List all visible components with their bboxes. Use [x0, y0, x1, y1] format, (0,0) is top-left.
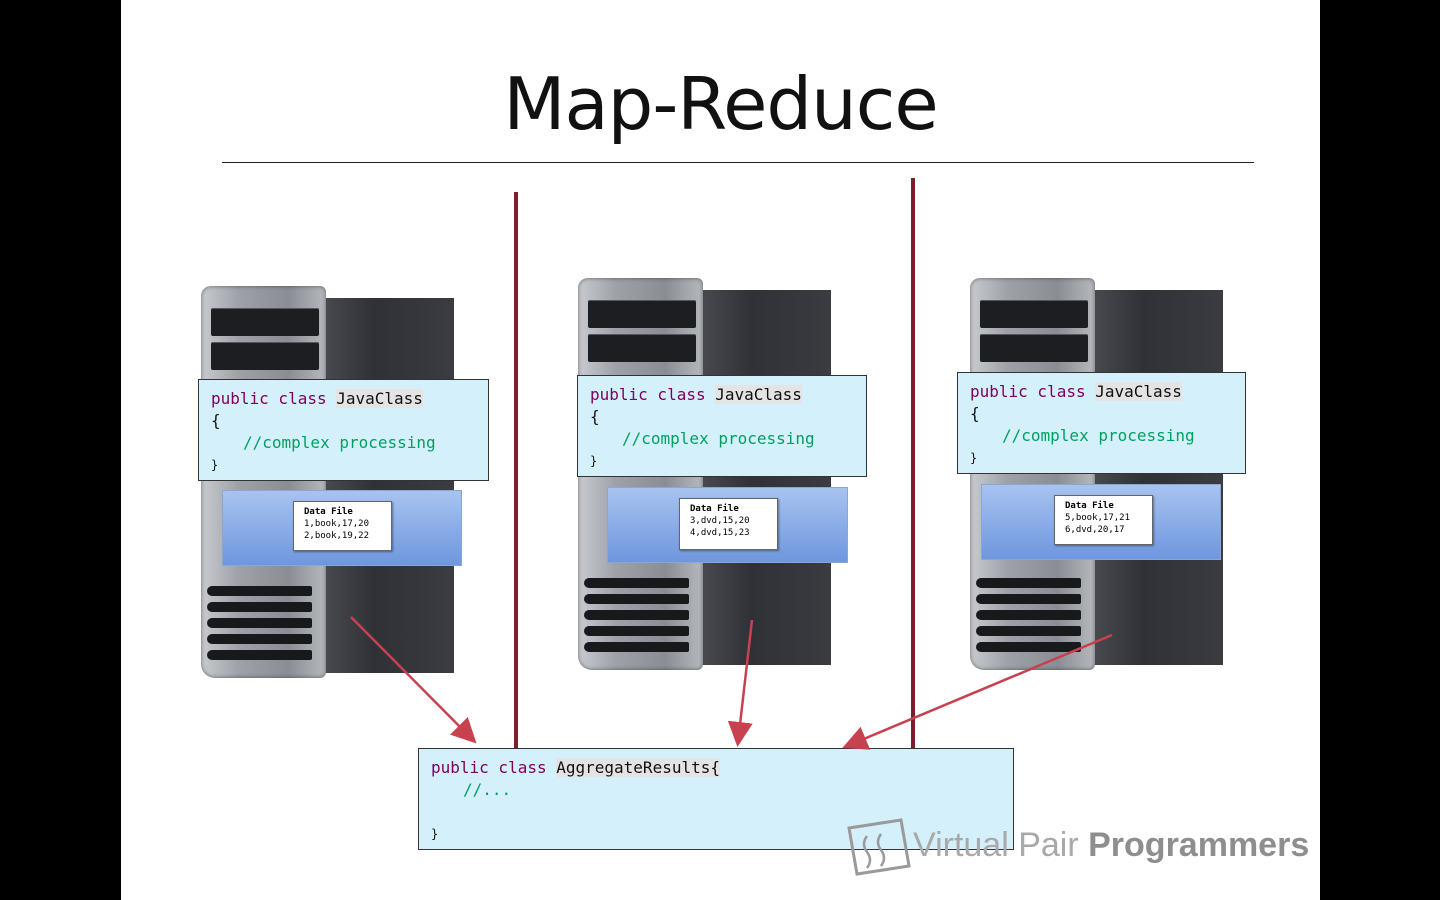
data-file-3: Data File 5,book,17,21 6,dvd,20,17 — [1054, 495, 1153, 545]
data-file-2: Data File 3,dvd,15,20 4,dvd,15,23 — [679, 498, 778, 550]
node-divider — [911, 178, 915, 750]
java-class-code-1: public class JavaClass { //complex proce… — [198, 379, 489, 481]
data-file-1: Data File 1,book,17,20 2,book,19,22 — [293, 501, 392, 551]
node-divider — [514, 192, 518, 750]
data-panel-2: Data File 3,dvd,15,20 4,dvd,15,23 — [607, 487, 848, 563]
slide-title: Map-Reduce — [503, 62, 938, 146]
java-class-code-3: public class JavaClass { //complex proce… — [957, 372, 1246, 474]
data-panel-1: Data File 1,book,17,20 2,book,19,22 — [222, 490, 462, 566]
server-tower-1 — [201, 278, 456, 678]
aggregate-results-code: public class AggregateResults{ //... } — [418, 748, 1014, 850]
java-class-code-2: public class JavaClass { //complex proce… — [577, 375, 867, 477]
slide: Map-Reduce — [121, 0, 1320, 900]
virtual-pair-logo-icon — [847, 818, 911, 876]
watermark: Virtual Pair Programmers — [847, 818, 1309, 878]
title-underline — [222, 162, 1254, 163]
data-panel-3: Data File 5,book,17,21 6,dvd,20,17 — [981, 484, 1221, 560]
